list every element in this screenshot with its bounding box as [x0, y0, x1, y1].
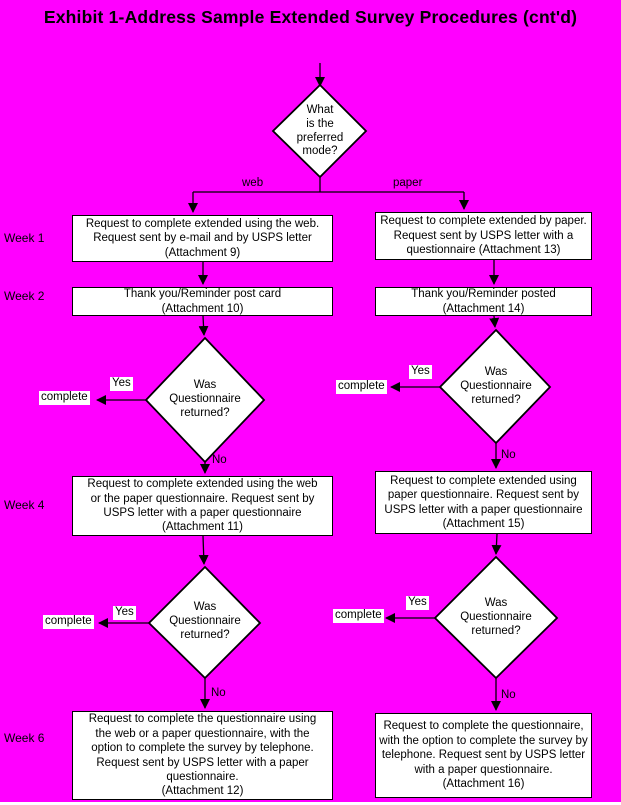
web-week6-box: Request to complete the questionnaire us…	[72, 711, 333, 800]
paper-d1-no-label: No	[501, 449, 516, 461]
week-4-label: Week 4	[4, 498, 45, 512]
web-week4-box: Request to complete extended using the w…	[72, 476, 333, 536]
paper-week2-box: Thank you/Reminder posted (Attachment 14…	[375, 287, 592, 316]
week-6-label: Week 6	[4, 731, 45, 745]
web-d2-no-label: No	[211, 687, 226, 699]
week-2-label: Week 2	[4, 289, 45, 303]
web-d2-yes-label: Yes	[113, 606, 136, 620]
web-d2-complete-label: complete	[43, 615, 94, 629]
paper-d1-yes-label: Yes	[409, 365, 432, 379]
paper-week1-box: Request to complete extended by paper. R…	[375, 212, 592, 260]
decision-web2-text: Was Questionnaire returned?	[169, 601, 241, 641]
web-w4-d2-arrow	[198, 535, 209, 565]
web-d1-yes-label: Yes	[110, 377, 133, 391]
decision-web2-shape	[147, 565, 262, 680]
decision-paper2-text: Was Questionnaire returned?	[460, 597, 532, 637]
bottom-edge	[0, 802, 621, 805]
decision-mode-text: What is the preferred mode?	[296, 104, 344, 158]
decision-paper1-text: Was Questionnaire returned?	[460, 366, 532, 406]
decision-web1-shape	[144, 336, 266, 464]
paper-d1-complete-label: complete	[336, 380, 387, 394]
web-w2-d1-arrow	[198, 315, 209, 336]
paper-d2-yes-label: Yes	[406, 596, 429, 610]
paper-d2-no-label: No	[501, 689, 516, 701]
web-week2-box: Thank you/Reminder post card (Attachment…	[72, 287, 333, 316]
paper-w4-d2-arrow	[491, 533, 502, 555]
paper-week4-box: Request to complete extended using paper…	[375, 471, 592, 534]
paper-branch-label: paper	[393, 177, 423, 189]
decision-paper1-shape	[438, 328, 552, 445]
decision-web1-text: Was Questionnaire returned?	[169, 379, 241, 419]
web-d1-no-label: No	[212, 454, 227, 466]
web-branch-label: web	[242, 177, 264, 189]
decision-mode-shape	[271, 83, 368, 179]
decision-paper2-shape	[433, 555, 559, 680]
paper-week6-box: Request to complete the questionnaire, w…	[375, 713, 592, 798]
paper-d2-complete-label: complete	[333, 609, 384, 623]
paper-w2-d1-arrow	[489, 315, 500, 328]
web-week1-box: Request to complete extended using the w…	[72, 215, 333, 262]
page-title: Exhibit 1-Address Sample Extended Survey…	[43, 7, 578, 27]
week-1-label: Week 1	[4, 231, 45, 245]
web-d1-complete-label: complete	[39, 391, 90, 405]
